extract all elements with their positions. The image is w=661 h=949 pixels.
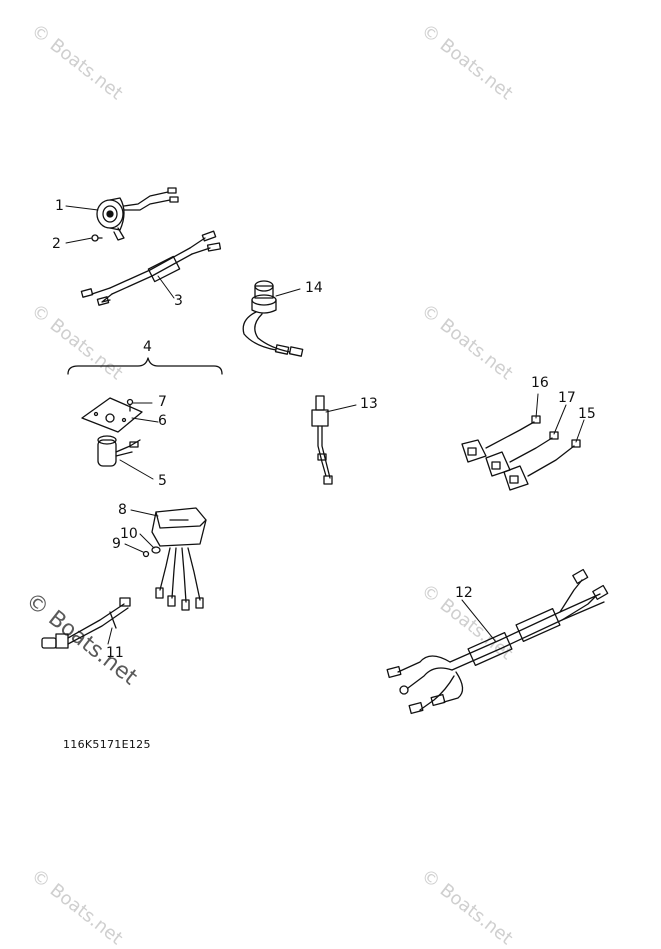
part-cable-11 bbox=[41, 597, 131, 649]
part-switch-5 bbox=[97, 435, 141, 467]
diagram-code: 116K5171E125 bbox=[63, 738, 151, 751]
part-connector-16 bbox=[461, 415, 541, 463]
part-group-bracket-4 bbox=[67, 357, 223, 375]
callout-12: 12 bbox=[455, 585, 473, 601]
callout-15: 15 bbox=[578, 406, 596, 422]
part-toggle-switch-13 bbox=[311, 395, 333, 485]
callout-8: 8 bbox=[118, 502, 127, 518]
callout-4: 4 bbox=[143, 339, 152, 355]
callout-5: 5 bbox=[158, 473, 167, 489]
part-harness-3 bbox=[80, 230, 222, 306]
part-buzzer bbox=[96, 187, 179, 241]
callout-10: 10 bbox=[120, 526, 138, 542]
callout-16: 16 bbox=[531, 375, 549, 391]
part-screw-7 bbox=[126, 398, 134, 412]
callout-1: 1 bbox=[55, 198, 64, 214]
part-plate-6 bbox=[81, 397, 143, 433]
callout-3: 3 bbox=[174, 293, 183, 309]
part-screw-9 bbox=[142, 550, 150, 558]
part-main-harness-12 bbox=[386, 568, 609, 715]
callout-6: 6 bbox=[158, 413, 167, 429]
part-key-switch-14 bbox=[242, 280, 304, 357]
callout-14: 14 bbox=[305, 280, 323, 296]
part-washer-10 bbox=[151, 546, 161, 554]
callout-11: 11 bbox=[106, 645, 124, 661]
leader-lines bbox=[65, 205, 585, 645]
callout-17: 17 bbox=[558, 390, 576, 406]
callout-7: 7 bbox=[158, 394, 167, 410]
callout-13: 13 bbox=[360, 396, 378, 412]
parts-diagram bbox=[41, 187, 609, 715]
callout-2: 2 bbox=[52, 236, 61, 252]
part-connector-15 bbox=[503, 439, 581, 491]
part-screw-2 bbox=[91, 234, 103, 242]
callout-9: 9 bbox=[112, 536, 121, 552]
part-control-box-8 bbox=[151, 507, 207, 611]
